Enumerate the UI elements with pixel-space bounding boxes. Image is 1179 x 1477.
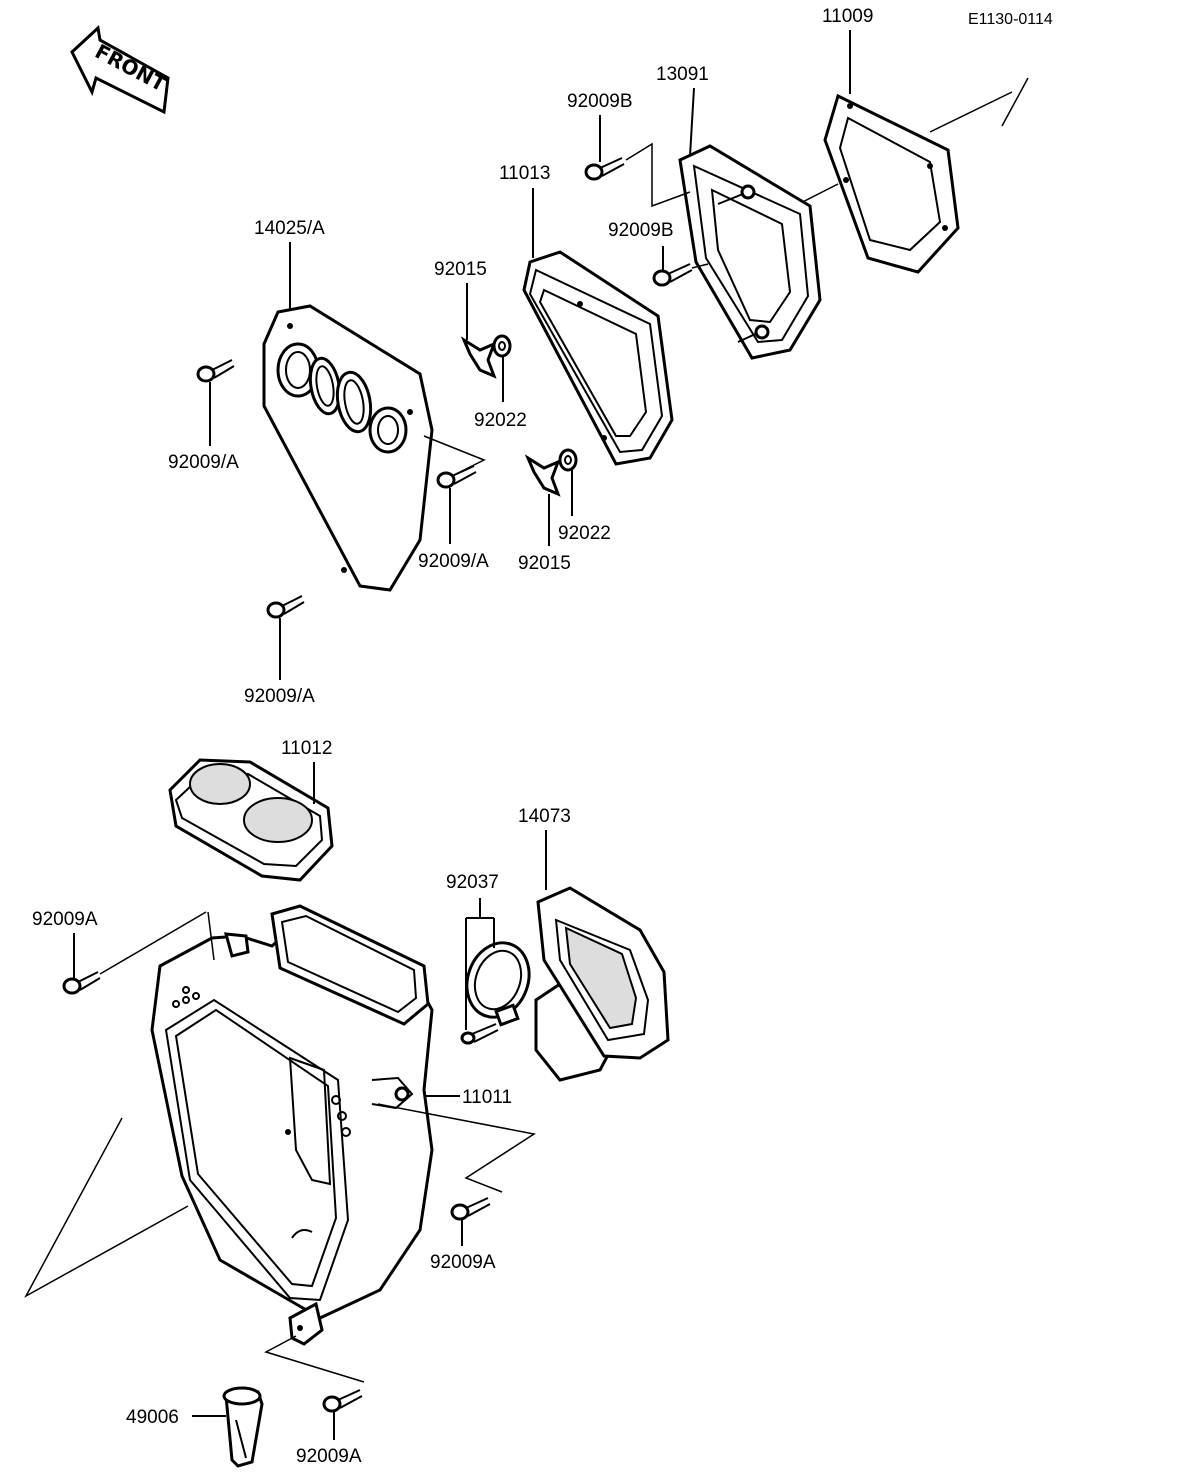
screw-92009A-lower-bottom [322, 1389, 363, 1413]
label-49006: 49006 [126, 1407, 179, 1428]
part-11012-adapter [168, 758, 334, 882]
part-11013-filter [522, 250, 674, 466]
label-11011: 11011 [462, 1087, 512, 1108]
label-92009B-top: 92009B [567, 91, 633, 112]
part-49006-drain [222, 1386, 264, 1468]
label-92022-b: 92022 [558, 523, 611, 544]
screw-92009A-bottom [266, 595, 305, 619]
wingnut-92015-b [524, 454, 561, 497]
label-92037: 92037 [446, 872, 499, 893]
part-14025A-cover [262, 304, 434, 592]
screw-92009A-lower-right [450, 1197, 491, 1221]
label-92009A-left: 92009/A [168, 452, 239, 473]
front-arrow-icon: FRONT [70, 25, 170, 115]
part-11009-gasket [823, 93, 960, 274]
label-11009: 11009 [822, 6, 873, 27]
screw-92009B-top [584, 157, 625, 181]
washer-92022-b [558, 448, 578, 472]
label-92009B-mid: 92009B [608, 220, 674, 241]
wingnut-92015-a [460, 336, 497, 379]
label-13091: 13091 [656, 64, 709, 85]
label-92022-a: 92022 [474, 410, 527, 431]
part-14073-holder [534, 886, 670, 1082]
part-92037-clamp [460, 941, 531, 1045]
reference-code: E1130-0114 [968, 11, 1053, 28]
label-92009A-bottom: 92009/A [244, 686, 315, 707]
screw-92009B-mid [652, 263, 693, 287]
part-11011-airbox [150, 904, 434, 1346]
label-11013: 11013 [499, 163, 550, 184]
screw-92009A-lower-left [62, 971, 101, 995]
label-92015-a: 92015 [434, 259, 487, 280]
screw-92009A-left [196, 359, 235, 383]
label-92009A-lower-right: 92009A [430, 1252, 496, 1273]
label-11012: 11012 [281, 738, 332, 759]
label-92009A-mid: 92009/A [418, 551, 489, 572]
label-14025A: 14025/A [254, 218, 325, 239]
screw-92009A-mid [436, 465, 477, 489]
label-92009A-lower-bottom: 92009A [296, 1446, 362, 1467]
label-14073: 14073 [518, 806, 571, 827]
washer-92022-a [492, 334, 512, 358]
part-13091-plate [678, 144, 822, 360]
label-92015-b: 92015 [518, 553, 571, 574]
label-92009A-lower-left: 92009A [32, 909, 98, 930]
